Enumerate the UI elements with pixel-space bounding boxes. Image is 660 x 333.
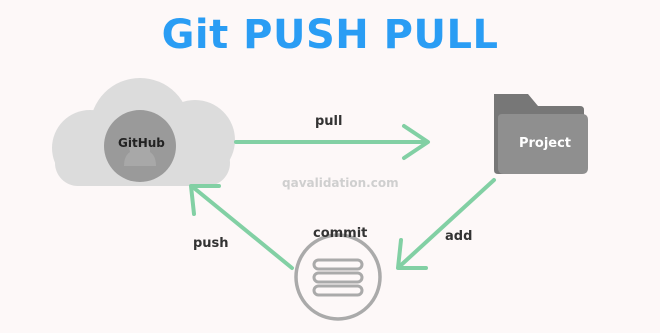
project-label: Project [518, 136, 572, 151]
page-title: Git PUSH PULL [161, 12, 499, 58]
push-label: push [193, 236, 229, 251]
github-icon [104, 110, 176, 182]
commit-label: commit [313, 226, 368, 241]
github-label: GitHub [118, 136, 165, 150]
stack-icon [294, 233, 382, 321]
pull-arrow [234, 124, 430, 160]
folder-icon [494, 94, 588, 174]
watermark: qavalidation.com [282, 176, 399, 190]
add-label: add [445, 229, 473, 244]
push-arrow [189, 184, 294, 270]
add-arrow [396, 178, 496, 270]
pull-label: pull [315, 114, 343, 129]
